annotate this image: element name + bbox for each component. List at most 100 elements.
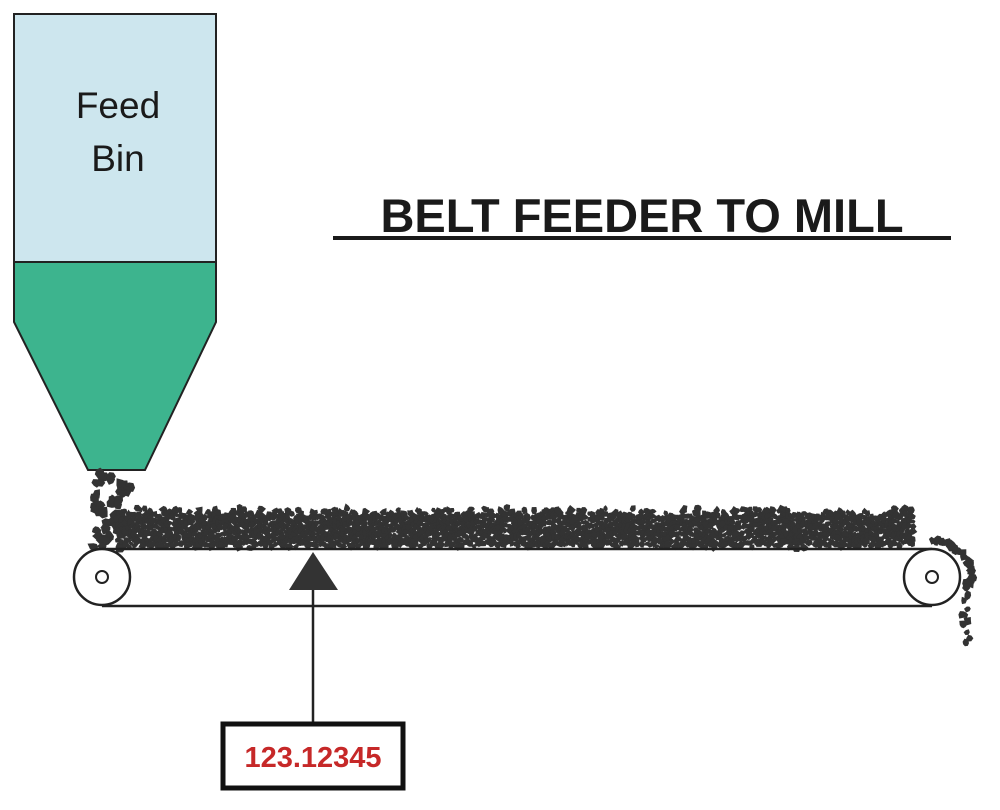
material-particle bbox=[227, 533, 236, 541]
material-particle bbox=[156, 531, 164, 538]
material-particle bbox=[813, 535, 819, 541]
material-particle bbox=[98, 506, 108, 519]
material-particle bbox=[780, 538, 788, 546]
material-particle bbox=[167, 521, 173, 525]
material-particle bbox=[302, 535, 310, 543]
feed-bin-label-line1: Feed bbox=[76, 85, 160, 126]
material-particle bbox=[185, 508, 194, 515]
material-particle bbox=[908, 528, 918, 536]
material-particle bbox=[803, 534, 811, 541]
material-particle bbox=[726, 531, 732, 537]
material-particle bbox=[799, 514, 806, 523]
material-particle bbox=[300, 524, 308, 532]
material-particle bbox=[133, 504, 143, 513]
material-particle bbox=[502, 528, 508, 534]
material-particle bbox=[273, 513, 279, 520]
material-particle bbox=[348, 519, 355, 526]
material-particle bbox=[431, 507, 436, 513]
material-particle bbox=[880, 516, 887, 525]
material-particle bbox=[481, 516, 487, 523]
material-particle bbox=[133, 537, 142, 547]
material-particle bbox=[860, 525, 867, 532]
material-particle bbox=[467, 506, 475, 513]
weigh-scale-readout-box bbox=[220, 721, 406, 791]
material-particle bbox=[861, 507, 868, 514]
material-particle bbox=[769, 506, 777, 514]
material-particle bbox=[259, 522, 268, 530]
material-particle bbox=[218, 541, 227, 550]
material-particle bbox=[256, 526, 263, 535]
material-particle bbox=[198, 512, 204, 518]
material-particle bbox=[147, 541, 156, 549]
material-particle bbox=[688, 530, 695, 538]
material-particle bbox=[509, 540, 514, 547]
material-particle bbox=[582, 514, 589, 520]
material-particle bbox=[906, 522, 913, 531]
material-particle bbox=[909, 519, 916, 524]
material-particle bbox=[896, 540, 903, 549]
material-particle bbox=[284, 513, 291, 520]
material-particle bbox=[857, 513, 864, 520]
material-particle bbox=[734, 508, 740, 515]
material-particle bbox=[306, 541, 315, 548]
material-particle bbox=[268, 520, 277, 530]
material-particle bbox=[121, 508, 128, 514]
material-particle bbox=[959, 620, 968, 629]
material-particle bbox=[828, 509, 836, 518]
feed-bin-upper bbox=[13, 13, 217, 263]
material-particle bbox=[266, 537, 274, 546]
material-particle bbox=[729, 518, 736, 526]
material-particle bbox=[517, 518, 526, 528]
material-particle bbox=[680, 505, 688, 513]
material-particle bbox=[395, 507, 401, 514]
material-particle bbox=[445, 506, 453, 515]
material-particle bbox=[435, 513, 442, 520]
material-particle bbox=[863, 510, 871, 517]
material-particle bbox=[437, 540, 445, 549]
material-particle bbox=[629, 505, 636, 512]
material-particle bbox=[236, 504, 243, 513]
material-particle bbox=[712, 540, 720, 547]
material-particle bbox=[412, 540, 419, 547]
material-particle bbox=[277, 519, 285, 528]
material-particle bbox=[884, 530, 892, 538]
material-particle bbox=[639, 519, 647, 525]
material-particle bbox=[92, 489, 100, 499]
material-particle bbox=[533, 533, 542, 543]
material-particle bbox=[153, 523, 161, 530]
material-particle bbox=[638, 508, 645, 516]
material-particle bbox=[457, 536, 464, 543]
material-particle bbox=[806, 539, 813, 546]
material-particle bbox=[361, 507, 371, 516]
material-particle bbox=[735, 524, 744, 531]
weigh-point-arrow-icon bbox=[289, 552, 338, 724]
diagram-title: BELT FEEDER TO MILL bbox=[380, 189, 903, 242]
material-particle bbox=[612, 537, 621, 544]
material-particle bbox=[673, 523, 681, 531]
material-particle bbox=[379, 508, 387, 516]
material-particle bbox=[838, 526, 844, 533]
material-particle bbox=[669, 538, 675, 545]
material-particle bbox=[756, 507, 763, 514]
material-particle bbox=[354, 543, 362, 550]
conveyor-belt bbox=[102, 547, 932, 608]
material-particle bbox=[825, 521, 832, 527]
material-particle bbox=[503, 504, 511, 512]
material-particle bbox=[355, 537, 362, 544]
material-particle bbox=[693, 509, 701, 518]
material-particle bbox=[589, 510, 596, 520]
material-particle bbox=[114, 498, 122, 510]
material-particle bbox=[176, 535, 181, 542]
material-particle bbox=[862, 537, 870, 545]
material-particle bbox=[518, 512, 524, 520]
material-particle bbox=[656, 537, 663, 545]
material-particle bbox=[964, 606, 971, 613]
material-particle bbox=[217, 523, 223, 531]
material-particle bbox=[117, 532, 127, 539]
material-particle bbox=[343, 503, 351, 512]
material-particle bbox=[116, 478, 126, 491]
material-particle bbox=[603, 505, 608, 512]
material-particle bbox=[392, 518, 399, 524]
material-particle bbox=[909, 523, 917, 530]
material-particle bbox=[209, 538, 215, 546]
